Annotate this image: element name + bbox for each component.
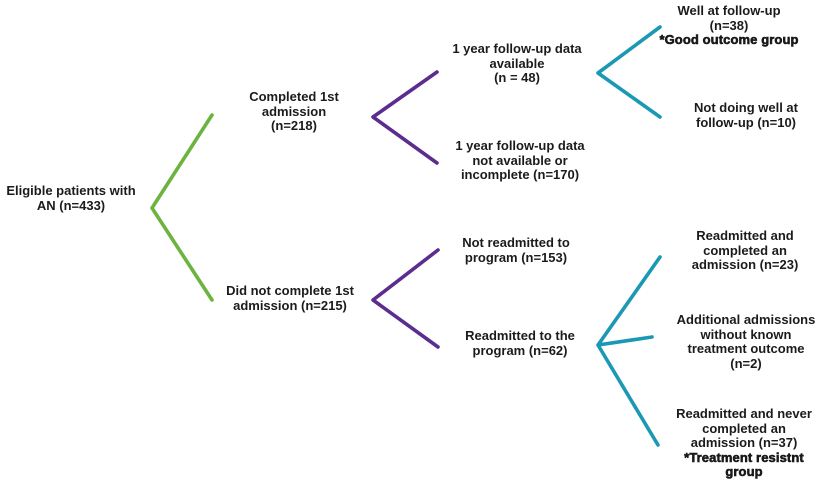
- node-not-doing-well-label: Not doing well at follow-up (n=10): [694, 100, 798, 130]
- node-never-completed: Readmitted and never completed an admiss…: [655, 406, 827, 480]
- node-eligible-patients-label: Eligible patients with AN (n=433): [6, 183, 136, 213]
- node-well-at-followup: Well at follow-up (n=38) *Good outcome g…: [634, 3, 824, 48]
- node-readmitted-completed: Readmitted and completed an admission (n…: [658, 228, 827, 273]
- node-completed-admission-label: Completed 1st admission (n=218): [249, 89, 339, 134]
- node-additional-admissions: Additional admissions without known trea…: [659, 312, 827, 371]
- node-followup-available: 1 year follow-up data available (n = 48): [430, 41, 604, 86]
- node-not-readmitted: Not readmitted to program (n=153): [429, 235, 603, 265]
- branch-followup-fork: [596, 25, 662, 119]
- branch-completed-fork: [371, 70, 439, 165]
- node-never-completed-label: Readmitted and never completed an admiss…: [676, 406, 812, 451]
- branch-readmitted-fork: [596, 255, 662, 447]
- node-readmitted-label: Readmitted to the program (n=62): [465, 328, 575, 358]
- node-additional-admissions-label: Additional admissions without known trea…: [676, 312, 816, 371]
- node-followup-unavailable: 1 year follow-up data not available or i…: [433, 138, 607, 183]
- node-completed-admission: Completed 1st admission (n=218): [207, 89, 381, 134]
- node-well-at-followup-label: Well at follow-up (n=38): [677, 3, 781, 33]
- node-eligible-patients: Eligible patients with AN (n=433): [0, 183, 158, 213]
- node-not-doing-well: Not doing well at follow-up (n=10): [659, 100, 827, 130]
- node-readmitted: Readmitted to the program (n=62): [433, 328, 607, 358]
- node-did-not-complete-label: Did not complete 1st admission (n=215): [226, 283, 354, 313]
- branch-root-fork: [150, 113, 214, 302]
- node-followup-unavailable-label: 1 year follow-up data not available or i…: [455, 138, 585, 183]
- node-treatment-resistant-group-label: *Treatment resistnt group: [684, 449, 804, 480]
- node-followup-available-label: 1 year follow-up data available (n = 48): [452, 41, 582, 86]
- node-did-not-complete: Did not complete 1st admission (n=215): [203, 283, 377, 313]
- node-readmitted-completed-label: Readmitted and completed an admission (n…: [691, 228, 799, 273]
- node-good-outcome-group-label: *Good outcome group: [659, 32, 799, 48]
- node-not-readmitted-label: Not readmitted to program (n=153): [462, 235, 570, 265]
- branch-didnotcomplete-fork: [371, 248, 440, 349]
